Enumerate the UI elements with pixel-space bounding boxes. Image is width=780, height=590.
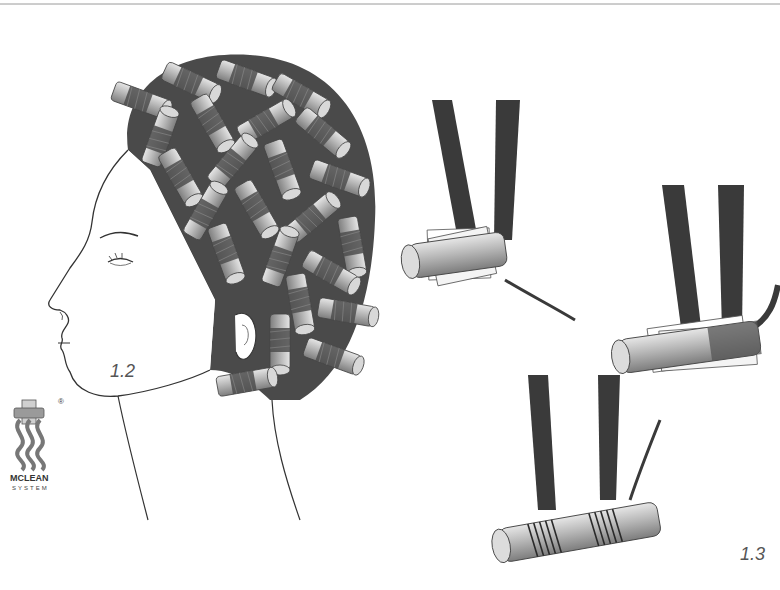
figure-number: 1.2 (110, 362, 135, 380)
brand-tagline: SYSTEM (12, 485, 49, 491)
wrapped-rod (489, 375, 661, 564)
perm-rods (110, 59, 380, 397)
wrapped-rod (398, 100, 575, 320)
brand-name: MCLEAN (10, 474, 49, 483)
brand-logo (14, 400, 44, 470)
head-illustration (49, 55, 376, 520)
rule-line (0, 4, 780, 5)
trademark-symbol: ® (58, 398, 64, 406)
wrapped-rod (608, 185, 778, 384)
figure-number: 1.3 (740, 545, 765, 563)
